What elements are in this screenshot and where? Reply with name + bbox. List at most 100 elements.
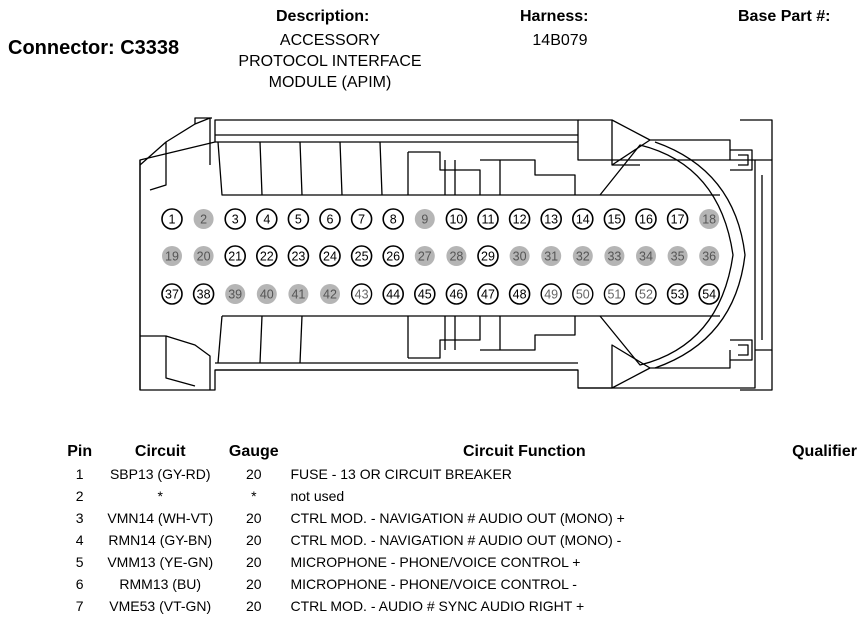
pin-cavity-22: 22 (255, 245, 278, 267)
pin-circle (571, 208, 594, 230)
pin-circle (666, 208, 689, 230)
pin-cavity-14: 14 (571, 208, 594, 230)
wire-gauge: * (251, 488, 257, 504)
circuit-function: FUSE - 13 OR CIRCUIT BREAKER (290, 466, 512, 482)
pin-label: 41 (291, 288, 305, 302)
pin-cavity-2: 2 (193, 209, 214, 229)
pin-label: 50 (576, 288, 590, 302)
pin-number: 4 (75, 532, 84, 548)
pin-label: 33 (607, 250, 621, 264)
pin-label: 15 (607, 213, 621, 227)
pin-cavity-53: 53 (666, 283, 689, 305)
pin-cavity-13: 13 (540, 208, 563, 230)
pin-label: 35 (671, 250, 685, 264)
pin-label: 51 (607, 288, 621, 302)
wire-gauge: 20 (246, 466, 262, 482)
pin-label: 30 (513, 250, 527, 264)
pin-label: 40 (260, 288, 274, 302)
pin-number: 2 (75, 488, 84, 504)
pin-label: 11 (482, 213, 495, 227)
header-qualifier: Qualifier (792, 443, 857, 460)
pin-circle (224, 208, 246, 230)
pin-table-header: Pin Circuit Gauge Circuit Function Quali… (58, 441, 857, 463)
pin-number: 5 (75, 554, 84, 570)
pin-circle (508, 283, 531, 305)
pin-cavity-20: 20 (193, 246, 214, 266)
table-row: 5 VMM13 (YE-GN) 20 MICROPHONE - PHONE/VO… (58, 551, 857, 573)
pin-circle (445, 208, 468, 230)
pin-circle (255, 208, 278, 230)
pin-cavity-35: 35 (667, 246, 688, 266)
pin-cavity-29: 29 (477, 245, 499, 267)
pin-label: 8 (390, 213, 397, 227)
pin-cavity-46: 46 (445, 283, 468, 305)
pin-cavity-17: 17 (666, 208, 689, 230)
pin-label: 52 (639, 288, 653, 302)
pin-circle (382, 245, 405, 267)
pin-cavity-23: 23 (287, 245, 310, 267)
circuit-function: CTRL MOD. - AUDIO # SYNC AUDIO RIGHT + (290, 598, 585, 614)
circuit-code: * (157, 488, 163, 504)
qualifier (758, 551, 857, 573)
pin-cavity-34: 34 (636, 246, 656, 266)
pin-cavity-3: 3 (224, 208, 246, 230)
pin-circle (382, 283, 405, 305)
pin-label: 43 (355, 288, 369, 302)
table-row: 6 RMM13 (BU) 20 MICROPHONE - PHONE/VOICE… (58, 573, 857, 595)
pin-label: 21 (228, 250, 242, 264)
wire-gauge: 20 (246, 554, 262, 570)
pin-cavity-36: 36 (699, 246, 720, 266)
pin-circle (572, 283, 594, 305)
pin-cavity-10: 10 (445, 208, 468, 230)
circuit-function: CTRL MOD. - NAVIGATION # AUDIO OUT (MONO… (290, 532, 622, 548)
pin-cavity-44: 44 (382, 283, 405, 305)
pin-circle (509, 246, 530, 266)
pin-cavity-5: 5 (287, 208, 310, 230)
description-line: PROTOCOL INTERFACE (238, 53, 422, 70)
pin-cavity-30: 30 (509, 246, 530, 266)
pin-label: 3 (232, 213, 239, 227)
circuit-code: RMN14 (GY-BN) (108, 532, 213, 548)
pin-circle (161, 283, 183, 305)
pin-cavity-33: 33 (604, 246, 625, 266)
pin-circle (287, 208, 310, 230)
pin-table: Pin Circuit Gauge Circuit Function Quali… (58, 441, 857, 617)
harness-label: Harness: (520, 8, 589, 25)
pin-cavity-26: 26 (382, 245, 405, 267)
description-line: MODULE (APIM) (268, 74, 392, 91)
table-row: 4 RMN14 (GY-BN) 20 CTRL MOD. - NAVIGATIO… (58, 529, 857, 551)
header-circuit: Circuit (134, 443, 186, 460)
connector-housing (139, 117, 773, 391)
pin-circle (446, 246, 467, 266)
pin-label: 25 (355, 250, 369, 264)
pin-label: 7 (358, 213, 365, 227)
pin-label: 54 (702, 288, 716, 302)
pin-label: 23 (291, 250, 305, 264)
description-label: Description: (276, 8, 370, 25)
description-value: ACCESSORY PROTOCOL INTERFACE MODULE (API… (215, 30, 445, 93)
pin-circle (287, 245, 310, 267)
pin-label: 14 (576, 213, 590, 227)
pin-circle (604, 246, 625, 266)
pin-label: 19 (165, 250, 179, 264)
pin-circle (161, 208, 183, 230)
pin-circle (477, 245, 499, 267)
pin-circle (445, 283, 468, 305)
pin-label: 27 (418, 250, 432, 264)
description-line: ACCESSORY (279, 32, 381, 49)
pin-circle (540, 208, 563, 230)
pin-circle (667, 246, 688, 266)
pin-cavity-4: 4 (255, 208, 278, 230)
wire-gauge: 20 (246, 510, 262, 526)
pin-circle (603, 208, 626, 230)
harness-value: 14B079 (532, 32, 588, 49)
header-gauge: Gauge (228, 443, 279, 460)
circuit-code: SBP13 (GY-RD) (109, 466, 211, 482)
pin-cavity-39: 39 (225, 284, 246, 304)
pin-circle (319, 208, 341, 230)
table-row: 1 SBP13 (GY-RD) 20 FUSE - 13 OR CIRCUIT … (58, 463, 857, 485)
pin-circle (477, 283, 499, 305)
pin-circle (414, 246, 435, 266)
